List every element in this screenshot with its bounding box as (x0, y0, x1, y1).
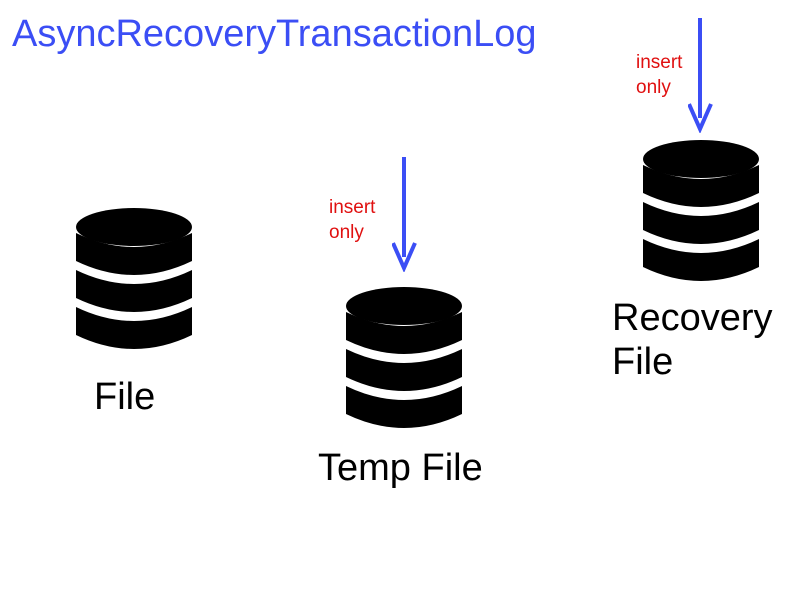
recovery-file-label-line1: Recovery (612, 297, 773, 339)
temp-file-label: Temp File (318, 447, 483, 491)
file-label: File (94, 376, 155, 420)
temp-file-database-icon (346, 287, 462, 428)
recovery-file-label-line2: File (612, 340, 674, 383)
temp-insert-note-line1: insert (329, 197, 376, 218)
recovery-file-label: Recovery File (612, 297, 773, 384)
diagram-title: AsyncRecoveryTransactionLog (12, 13, 537, 55)
temp-insert-note-line2: only (329, 221, 364, 243)
insert-arrow-temp-icon (392, 157, 417, 272)
temp-file-label-text: Temp File (318, 447, 483, 489)
file-label-text: File (94, 376, 156, 418)
file-database-icon (76, 208, 192, 349)
recovery-insert-note-line2: only (636, 76, 671, 98)
insert-arrow-recovery-icon (688, 18, 713, 133)
temp-insert-note: insert only (329, 196, 375, 245)
recovery-file-database-icon (643, 140, 759, 281)
recovery-insert-note: insert only (636, 51, 682, 100)
recovery-insert-note-line1: insert (636, 52, 683, 73)
